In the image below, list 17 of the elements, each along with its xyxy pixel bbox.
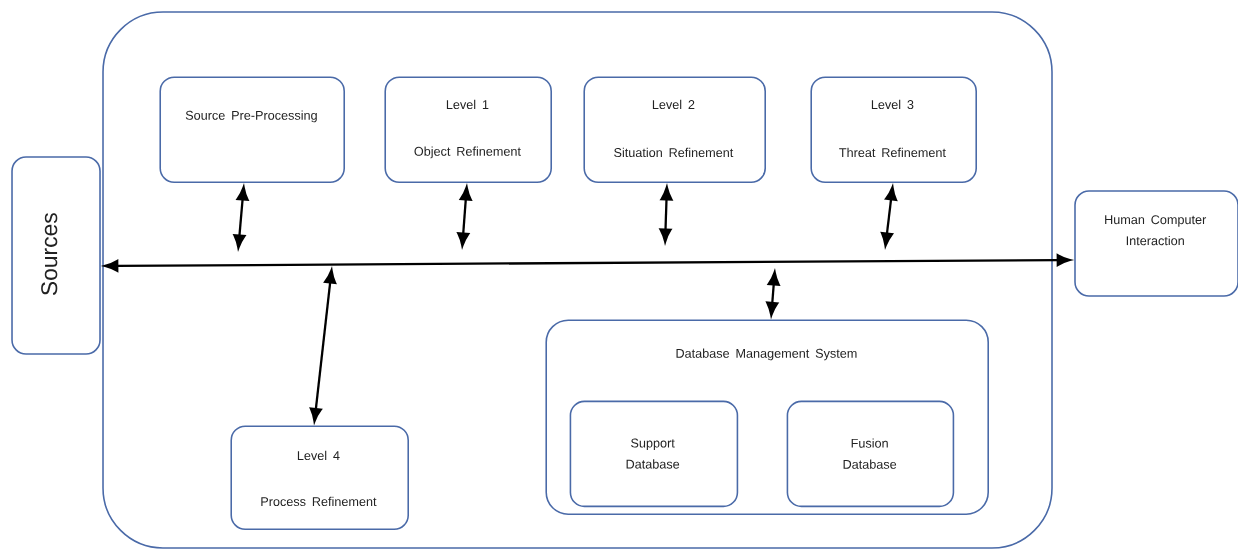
arrow: [104, 254, 1071, 272]
arrow: [659, 186, 673, 243]
arrow: [880, 186, 898, 247]
process-box: Level 3 Threat Refinement: [810, 76, 977, 183]
arrow: [766, 271, 780, 317]
process-box: Support Database: [569, 400, 739, 508]
process-box: Fusion Database: [786, 400, 955, 508]
arrow: [457, 186, 472, 247]
process-box: Human Computer Interaction: [1074, 190, 1238, 297]
process-box: Level 1 Object Refinement: [384, 76, 552, 183]
process-box: Level 4 Process Refinement: [230, 425, 409, 530]
process-box: Source Pre-Processing: [159, 76, 345, 183]
arrow: [233, 186, 249, 249]
process-box: Level 2 Situation Refinement: [583, 76, 766, 183]
sources-box: Sources: [11, 156, 101, 355]
system-boundary: [102, 11, 1053, 549]
arrow: [309, 269, 337, 423]
